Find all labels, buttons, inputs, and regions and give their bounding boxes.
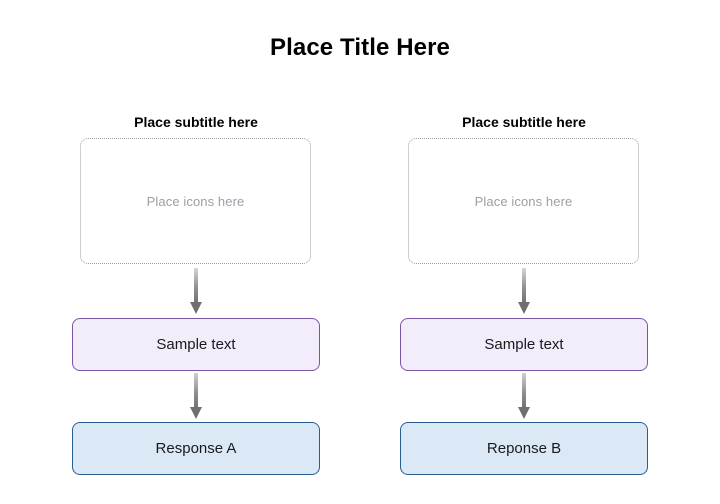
icons-placeholder-label: Place icons here [474, 193, 573, 209]
stage-box[interactable]: Sample text [400, 318, 648, 371]
icons-placeholder-label: Place icons here [146, 193, 245, 209]
diagram-column-left: Place subtitle here Place icons here Sam… [56, 0, 336, 504]
icons-placeholder-box[interactable]: Place icons here [80, 138, 311, 264]
response-box[interactable]: Reponse B [400, 422, 648, 475]
icons-placeholder-box[interactable]: Place icons here [408, 138, 639, 264]
arrow-down-icon [516, 373, 532, 421]
stage-box-label: Sample text [484, 335, 564, 353]
stage-box-label: Sample text [156, 335, 236, 353]
stage-box[interactable]: Sample text [72, 318, 320, 371]
response-box-label: Response A [155, 439, 237, 457]
arrow-down-icon [188, 373, 204, 421]
diagram-column-right: Place subtitle here Place icons here Sam… [384, 0, 664, 504]
arrow-down-icon [516, 268, 532, 316]
page-title: Place Title Here [270, 34, 450, 61]
arrow-down-icon [188, 268, 204, 316]
column-subtitle: Place subtitle here [462, 114, 586, 130]
response-box[interactable]: Response A [72, 422, 320, 475]
response-box-label: Reponse B [486, 439, 562, 457]
column-subtitle: Place subtitle here [134, 114, 258, 130]
